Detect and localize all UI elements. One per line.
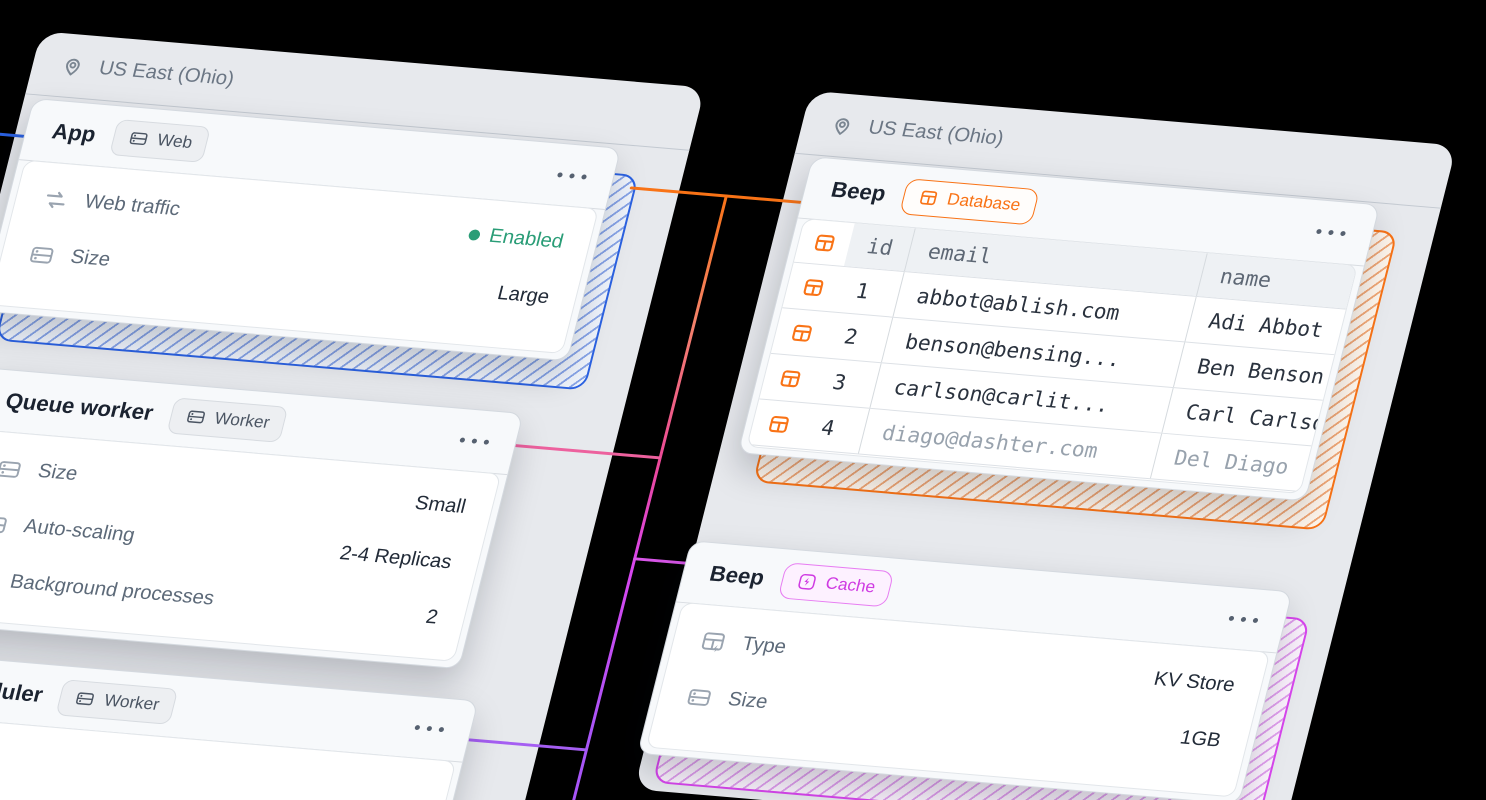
card-title: Scheduler (0, 673, 46, 707)
table-row-pending: 4 diago@dashter.com Del Diago (747, 399, 1312, 492)
map-pin-icon (835, 117, 850, 135)
app-card-header: App Web (18, 99, 621, 210)
table-icon (759, 354, 820, 403)
scaling-icon (0, 511, 11, 538)
row-label: Size (68, 246, 113, 271)
card-title: Queue worker (3, 388, 156, 425)
card-menu-button[interactable] (1228, 615, 1259, 623)
table-row: 2 benson@bensing... Ben Benson (770, 308, 1335, 401)
tag-label: Worker (102, 690, 162, 714)
server-icon (0, 455, 25, 482)
cache-card-body: Type KV Store Size 1GB (645, 601, 1271, 798)
server-icon (129, 132, 148, 146)
row-value: Small (412, 492, 469, 518)
row-value: Large (495, 282, 552, 309)
queue-worker-card[interactable]: Queue worker Worker Size Small Auto-scal… (0, 367, 524, 670)
scheduler-card[interactable]: Scheduler Worker (0, 652, 479, 800)
swap-arrows-icon (40, 186, 72, 213)
service-type-tag-database: Database (898, 177, 1040, 225)
table-icon (919, 190, 937, 206)
table-row: 1 abbot@ablish.com Adi Abbot (782, 262, 1346, 356)
web-traffic-row: Web traffic Enabled (36, 171, 570, 270)
bolt-square-icon (798, 573, 816, 590)
service-type-tag-cache: Cache (777, 561, 895, 607)
table-icon (794, 219, 855, 266)
row-label: Web traffic (82, 190, 183, 221)
cache-card-header: Beep Cache (676, 541, 1292, 654)
app-card-body: Web traffic Enabled Size Large (0, 159, 600, 354)
table-header-row: id email name (793, 219, 1357, 310)
queue-worker-card-header: Queue worker Worker (0, 368, 523, 476)
server-icon (683, 683, 715, 710)
tag-label: Database (945, 189, 1023, 215)
cache-card[interactable]: Beep Cache Type KV Store Size 1GB (637, 540, 1293, 800)
row-label: Size (35, 460, 80, 485)
table-icon (771, 308, 832, 357)
connector-cache-branch (632, 557, 690, 565)
service-type-tag-worker: Worker (166, 396, 289, 443)
card-title: App (49, 118, 99, 147)
server-icon (26, 241, 58, 268)
scheduler-card-header: Scheduler Worker (0, 653, 478, 763)
database-card[interactable]: Beep Database id email name 1 abbot@abli… (737, 156, 1381, 502)
cell-id: 4 (818, 415, 838, 441)
row-label: Auto-scaling (21, 515, 138, 547)
card-menu-button[interactable] (1315, 228, 1347, 236)
type-row: Type KV Store (693, 613, 1241, 714)
card-menu-button[interactable] (459, 436, 490, 445)
column-header-id: id (843, 223, 915, 272)
region-label: US East (Ohio) (866, 116, 1007, 149)
region-panel-right: US East (Ohio) (634, 90, 1457, 800)
cell-id: 3 (830, 370, 849, 395)
row-label: Type (739, 633, 789, 659)
row-value: 2-4 Replicas (337, 542, 455, 574)
region-panel-left: US East (Ohio) (0, 31, 706, 800)
service-type-tag-web: Web (108, 118, 212, 163)
row-label: Size (725, 688, 771, 713)
app-card[interactable]: App Web Web traffic Enabled (0, 97, 622, 362)
queue-worker-card-body: Size Small Auto-scaling 2-4 Replicas Bac… (0, 429, 502, 662)
row-value: KV Store (1151, 668, 1238, 697)
table-icon (748, 399, 809, 448)
service-type-tag-worker: Worker (55, 678, 179, 725)
card-menu-button[interactable] (557, 171, 588, 180)
card-menu-button[interactable] (414, 724, 445, 732)
database-table: id email name 1 abbot@ablish.com Adi Abb… (746, 217, 1359, 494)
status-enabled: Enabled (466, 223, 566, 253)
region-header-left: US East (Ohio) (25, 31, 706, 151)
tag-label: Worker (212, 408, 272, 432)
cache-type-icon (697, 628, 729, 655)
status-label: Enabled (486, 225, 566, 253)
row-value: 1GB (1177, 726, 1224, 752)
row-value: 2 (423, 606, 441, 629)
size-row: Size Small (0, 440, 472, 535)
tag-label: Cache (823, 573, 878, 597)
table-icon (782, 263, 843, 312)
auto-scaling-row: Auto-scaling 2-4 Replicas (0, 495, 458, 590)
row-label: Background processes (7, 570, 217, 610)
tag-label: Web (155, 130, 195, 152)
region-label: US East (Ohio) (96, 56, 237, 90)
map-pin-icon (66, 58, 80, 75)
cell-id: 2 (841, 324, 861, 350)
server-icon (186, 410, 205, 424)
card-title: Beep (707, 560, 768, 590)
table-row: 3 carlson@carlit... Carl Carlson (759, 353, 1323, 447)
status-dot-icon (467, 229, 481, 241)
size-row: Size Large (22, 226, 556, 325)
region-header-right: US East (Ohio) (794, 90, 1457, 209)
size-row: Size 1GB (679, 668, 1227, 769)
database-card-header: Beep Database (797, 157, 1380, 267)
card-title: Beep (828, 176, 889, 206)
server-icon (76, 692, 95, 706)
cell-id: 1 (853, 279, 872, 304)
